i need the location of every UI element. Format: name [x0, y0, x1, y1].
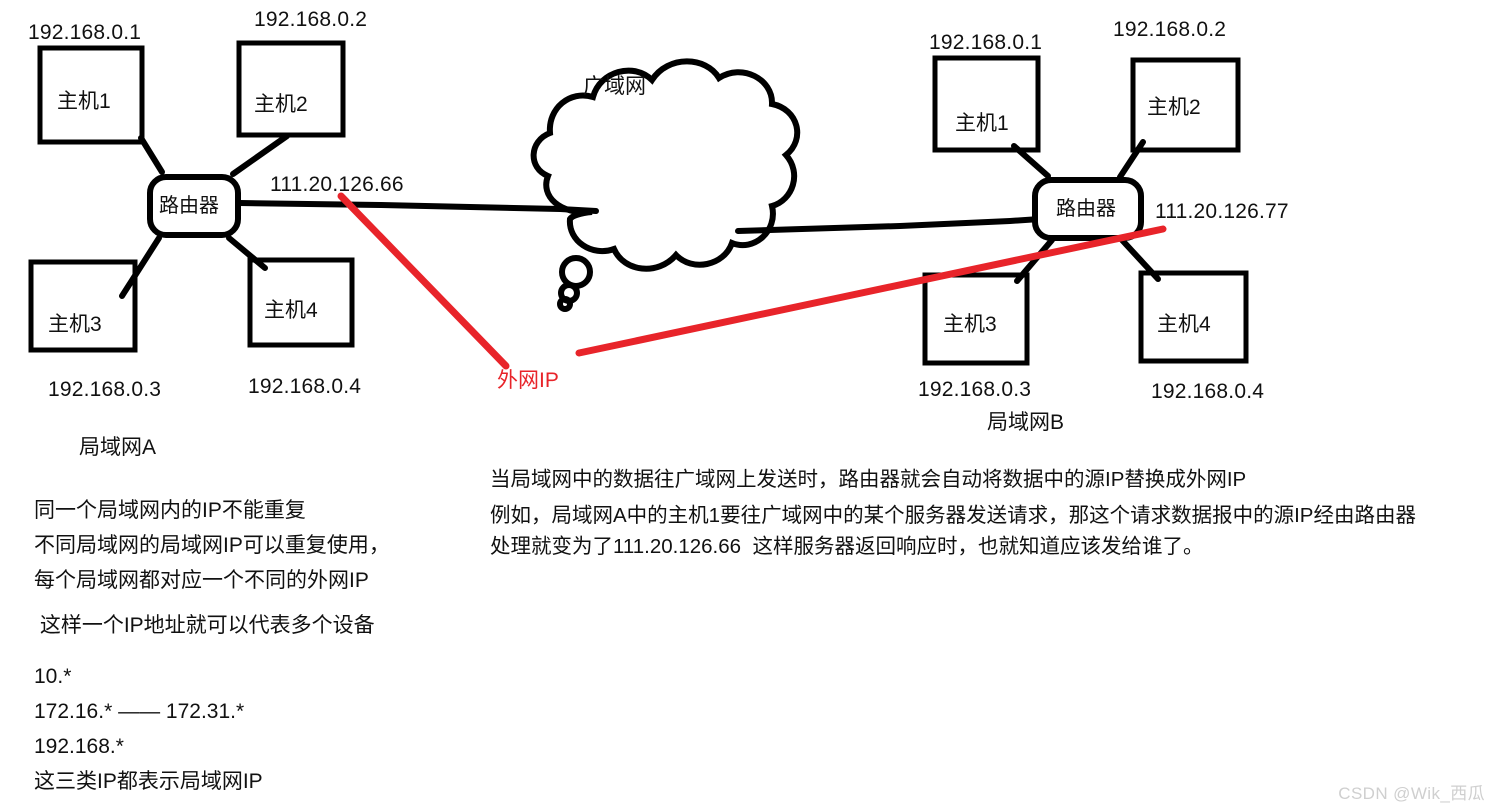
- link-b1-router: [1011, 143, 1051, 179]
- ip-label-b4: 192.168.0.4: [1151, 380, 1265, 403]
- link-router-a-to-wan: [237, 200, 599, 214]
- paragraph-line-3: 处理就变为了111.20.126.66 这样服务器返回响应时，也就知道应该发给谁…: [490, 535, 1204, 558]
- host-box-b1: [932, 55, 1041, 153]
- link-wan-to-router-b: [735, 216, 1043, 234]
- link-a3-router: [119, 235, 162, 299]
- external-ip-callout: 外网IP: [497, 369, 559, 392]
- host-name-b4: 主机4: [1157, 313, 1211, 336]
- router-b-label: 路由器: [1056, 198, 1116, 220]
- note-line-1: 同一个局域网内的IP不能重复: [34, 499, 306, 522]
- lan-b-name: 局域网B: [987, 411, 1065, 434]
- red-pointer-line-left: [337, 192, 510, 370]
- link-a4-router: [226, 235, 268, 271]
- host-box-b4: [1138, 270, 1249, 364]
- host-name-b3: 主机3: [943, 313, 997, 336]
- lan-a-name: 局域网A: [79, 436, 157, 459]
- host-box-a4: [247, 257, 355, 348]
- paragraph-line-1: 当局域网中的数据往广域网上发送时，路由器就会自动将数据中的源IP替换成外网IP: [490, 468, 1247, 491]
- router-a-label: 路由器: [159, 195, 219, 217]
- host-name-a2: 主机2: [254, 93, 308, 116]
- paragraph-line-2: 例如，局域网A中的主机1要往广域网中的某个服务器发送请求，那这个请求数据报中的源…: [490, 504, 1416, 527]
- wan-cloud: [530, 58, 801, 312]
- host-box-b3: [922, 272, 1030, 366]
- red-pointer-line-right: [575, 225, 1167, 357]
- note-line-3: 每个局域网都对应一个不同的外网IP: [34, 569, 369, 592]
- host-name-b2: 主机2: [1147, 96, 1201, 119]
- host-name-a4: 主机4: [264, 299, 318, 322]
- note-line-7: 192.168.*: [34, 735, 124, 758]
- ip-label-a2: 192.168.0.2: [254, 8, 368, 31]
- external-ip-label-a: 111.20.126.66: [270, 173, 404, 196]
- router-a-shape: [147, 174, 241, 238]
- note-line-4: 这样一个IP地址就可以代表多个设备: [34, 614, 375, 637]
- host-name-a1: 主机1: [57, 90, 111, 113]
- host-box-a3: [28, 259, 138, 353]
- ip-label-a1: 192.168.0.1: [28, 21, 142, 44]
- ip-label-a4: 192.168.0.4: [248, 375, 362, 398]
- ip-label-b3: 192.168.0.3: [918, 378, 1032, 401]
- host-name-b1: 主机1: [955, 112, 1009, 135]
- router-b-shape: [1032, 177, 1144, 241]
- link-b3-router: [1014, 237, 1055, 284]
- csdn-watermark: CSDN @Wik_西瓜: [1338, 784, 1485, 803]
- link-b2-router: [1117, 139, 1146, 180]
- ip-label-b1: 192.168.0.1: [929, 31, 1043, 54]
- note-line-5: 10.*: [34, 665, 72, 688]
- note-line-6: 172.16.* —— 172.31.*: [34, 700, 245, 723]
- host-box-a1: [37, 45, 145, 145]
- external-ip-label-b: 111.20.126.77: [1155, 200, 1289, 223]
- link-b4-router: [1119, 237, 1161, 282]
- ip-label-a3: 192.168.0.3: [48, 378, 162, 401]
- note-line-8: 这三类IP都表示局域网IP: [34, 770, 263, 793]
- link-a1-router: [138, 135, 165, 175]
- wan-label: 广域网: [583, 75, 646, 98]
- link-a2-router: [230, 133, 290, 177]
- ip-label-b2: 192.168.0.2: [1113, 18, 1227, 41]
- host-name-a3: 主机3: [48, 313, 102, 336]
- host-box-b2: [1130, 57, 1241, 153]
- host-box-a2: [236, 40, 346, 138]
- note-line-2: 不同局域网的局域网IP可以重复使用，: [34, 534, 390, 557]
